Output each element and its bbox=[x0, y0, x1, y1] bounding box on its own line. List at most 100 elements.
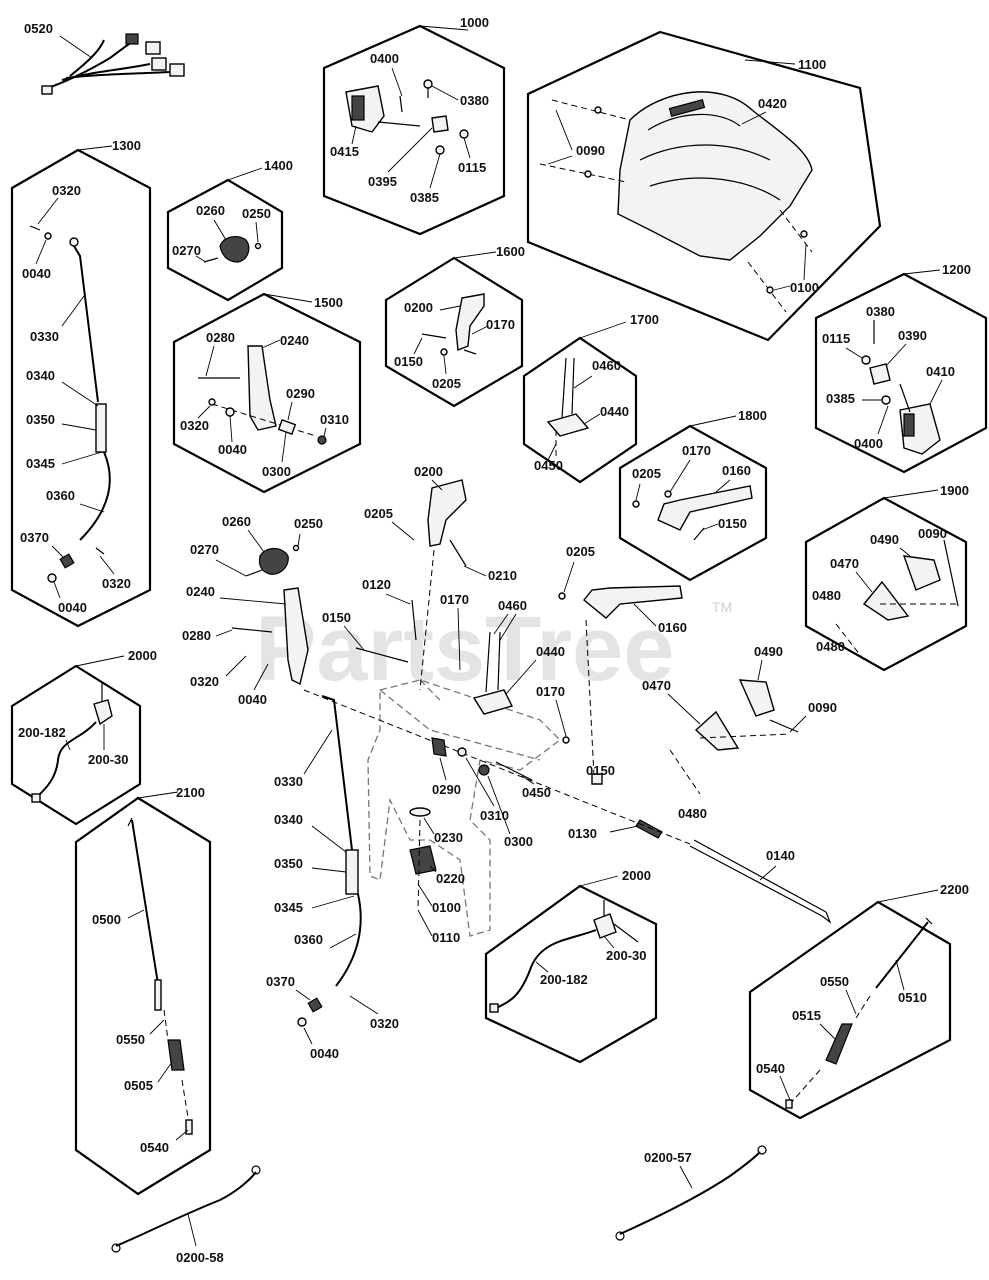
label-0200-58: 0200-58 bbox=[176, 1250, 224, 1265]
label-main-0160: 0160 bbox=[658, 620, 687, 635]
label-1800-0205: 0205 bbox=[632, 466, 661, 481]
label-1800-0170: 0170 bbox=[682, 443, 711, 458]
label-1300-0345: 0345 bbox=[26, 456, 55, 471]
label-1900-0480-b: 0480 bbox=[816, 639, 845, 654]
label-main-0120: 0120 bbox=[362, 577, 391, 592]
label-1700-0460: 0460 bbox=[592, 358, 621, 373]
label-1000-0415: 0415 bbox=[330, 144, 359, 159]
label-1300-0360: 0360 bbox=[46, 488, 75, 503]
label-1900-0490: 0490 bbox=[870, 532, 899, 547]
group-1200-hexagon[interactable]: 1200 0380 0115 0390 0410 0385 0400 bbox=[814, 262, 988, 474]
label-1500-0240: 0240 bbox=[280, 333, 309, 348]
label-1100-0100: 0100 bbox=[790, 280, 819, 295]
label-main-0040-b: 0040 bbox=[310, 1046, 339, 1061]
label-1000-0380: 0380 bbox=[460, 93, 489, 108]
group-2100-hexagon[interactable]: 2100 0500 0550 0505 0540 bbox=[74, 785, 212, 1196]
group-1300-label: 1300 bbox=[112, 138, 141, 153]
group-1900-hexagon[interactable]: 1900 0490 0090 0470 0480 0480 bbox=[804, 483, 969, 672]
label-main-0330: 0330 bbox=[274, 774, 303, 789]
group-1300-hexagon[interactable]: 1300 0320 0040 0330 0340 0350 0345 0360 … bbox=[10, 138, 152, 628]
label-1200-0115: 0115 bbox=[822, 331, 850, 346]
label-1300-0340: 0340 bbox=[26, 368, 55, 383]
label-1200-0380: 0380 bbox=[866, 304, 895, 319]
label-main-0360: 0360 bbox=[294, 932, 323, 947]
label-main-0320-b: 0320 bbox=[370, 1016, 399, 1031]
label-main-0250: 0250 bbox=[294, 516, 323, 531]
label-1300-0320-top: 0320 bbox=[52, 183, 81, 198]
label-2100-0540: 0540 bbox=[140, 1140, 169, 1155]
label-1400-0250: 0250 bbox=[242, 206, 271, 221]
label-main-0090: 0090 bbox=[808, 700, 837, 715]
label-1500-0280: 0280 bbox=[206, 330, 235, 345]
label-main-0370: 0370 bbox=[266, 974, 295, 989]
label-1600-0150: 0150 bbox=[394, 354, 423, 369]
label-2100-0500: 0500 bbox=[92, 912, 121, 927]
label-1300-0370: 0370 bbox=[20, 530, 49, 545]
group-2100-label: 2100 bbox=[176, 785, 205, 800]
label-0200-57: 0200-57 bbox=[644, 1150, 692, 1165]
label-1900-0470: 0470 bbox=[830, 556, 859, 571]
label-1500-0040: 0040 bbox=[218, 442, 247, 457]
label-main-0440: 0440 bbox=[536, 644, 565, 659]
label-main-0290: 0290 bbox=[432, 782, 461, 797]
group-1400-label: 1400 bbox=[264, 158, 293, 173]
label-main-0220: 0220 bbox=[436, 871, 465, 886]
label-1700-0440: 0440 bbox=[600, 404, 629, 419]
group-2000-left-hexagon[interactable]: 2000 200-182 200-30 bbox=[10, 648, 157, 826]
label-1900-0090: 0090 bbox=[918, 526, 947, 541]
label-1500-0300: 0300 bbox=[262, 464, 291, 479]
group-1000-label: 1000 bbox=[460, 15, 489, 30]
label-main-0340: 0340 bbox=[274, 812, 303, 827]
label-2100-0550: 0550 bbox=[116, 1032, 145, 1047]
label-main-0170-b: 0170 bbox=[536, 684, 565, 699]
label-main-0230: 0230 bbox=[434, 830, 463, 845]
group-0520-harness[interactable]: 0520 bbox=[24, 21, 185, 95]
group-1400-hexagon[interactable]: 1400 0260 0250 0270 bbox=[166, 158, 293, 302]
group-1700-label: 1700 bbox=[630, 312, 659, 327]
label-main-0205-b: 0205 bbox=[566, 544, 595, 559]
label-1100-0090: 0090 bbox=[576, 143, 605, 158]
label-1800-0150: 0150 bbox=[718, 516, 747, 531]
label-1200-0390: 0390 bbox=[898, 328, 927, 343]
group-2000-left-label: 2000 bbox=[128, 648, 157, 663]
cable-0200-57[interactable]: 0200-57 bbox=[615, 1145, 767, 1241]
label-2200-0550: 0550 bbox=[820, 974, 849, 989]
group-1800-hexagon[interactable]: 1800 0170 0205 0160 0150 bbox=[618, 408, 768, 582]
label-main-0270: 0270 bbox=[190, 542, 219, 557]
group-1600-hexagon[interactable]: 1600 0200 0170 0150 0205 bbox=[384, 244, 525, 408]
label-main-0040-a: 0040 bbox=[238, 692, 267, 707]
label-main-0470: 0470 bbox=[642, 678, 671, 693]
label-1700-0450: 0450 bbox=[534, 458, 563, 473]
label-main-0260: 0260 bbox=[222, 514, 251, 529]
label-1200-0385: 0385 bbox=[826, 391, 855, 406]
label-1300-0350: 0350 bbox=[26, 412, 55, 427]
label-main-0280: 0280 bbox=[182, 628, 211, 643]
label-main-0345: 0345 bbox=[274, 900, 303, 915]
group-2200-hexagon[interactable]: 2200 0550 0515 0510 0540 bbox=[748, 882, 969, 1120]
group-0520-label: 0520 bbox=[24, 21, 53, 36]
label-1300-0040-bottom: 0040 bbox=[58, 600, 87, 615]
cable-0200-58[interactable]: 0200-58 bbox=[111, 1165, 261, 1265]
group-2000-bottom-hexagon[interactable]: 2000 200-30 200-182 bbox=[484, 868, 658, 1064]
label-1500-0320: 0320 bbox=[180, 418, 209, 433]
main-assembly[interactable]: 0200 0205 0210 0260 0250 0270 0120 0205 … bbox=[182, 464, 837, 1061]
watermark-trademark: TM bbox=[712, 599, 732, 615]
label-1200-0410: 0410 bbox=[926, 364, 955, 379]
group-1700-hexagon[interactable]: 1700 0460 0440 0450 bbox=[522, 312, 659, 484]
label-2200-0510: 0510 bbox=[898, 990, 927, 1005]
label-main-0460: 0460 bbox=[498, 598, 527, 613]
group-1500-hexagon[interactable]: 1500 0280 0240 0290 0320 0310 0040 0300 bbox=[172, 292, 362, 494]
label-main-0150-b: 0150 bbox=[586, 763, 615, 778]
label-2100-0505: 0505 bbox=[124, 1078, 153, 1093]
label-1900-0480-a: 0480 bbox=[812, 588, 841, 603]
group-1000-hexagon[interactable]: 1000 0400 0380 0415 0395 0385 0115 bbox=[322, 15, 506, 236]
label-1000-0115: 0115 bbox=[458, 160, 486, 175]
label-main-0205-a: 0205 bbox=[364, 506, 393, 521]
label-1000-0400: 0400 bbox=[370, 51, 399, 66]
group-1100-label: 1100 bbox=[798, 57, 826, 72]
group-1100-hexagon[interactable]: 1100 0420 0090 0100 bbox=[526, 30, 882, 342]
label-1300-0040-top: 0040 bbox=[22, 266, 51, 281]
group-1500-label: 1500 bbox=[314, 295, 343, 310]
group-1600-label: 1600 bbox=[496, 244, 525, 259]
label-main-0100: 0100 bbox=[432, 900, 461, 915]
